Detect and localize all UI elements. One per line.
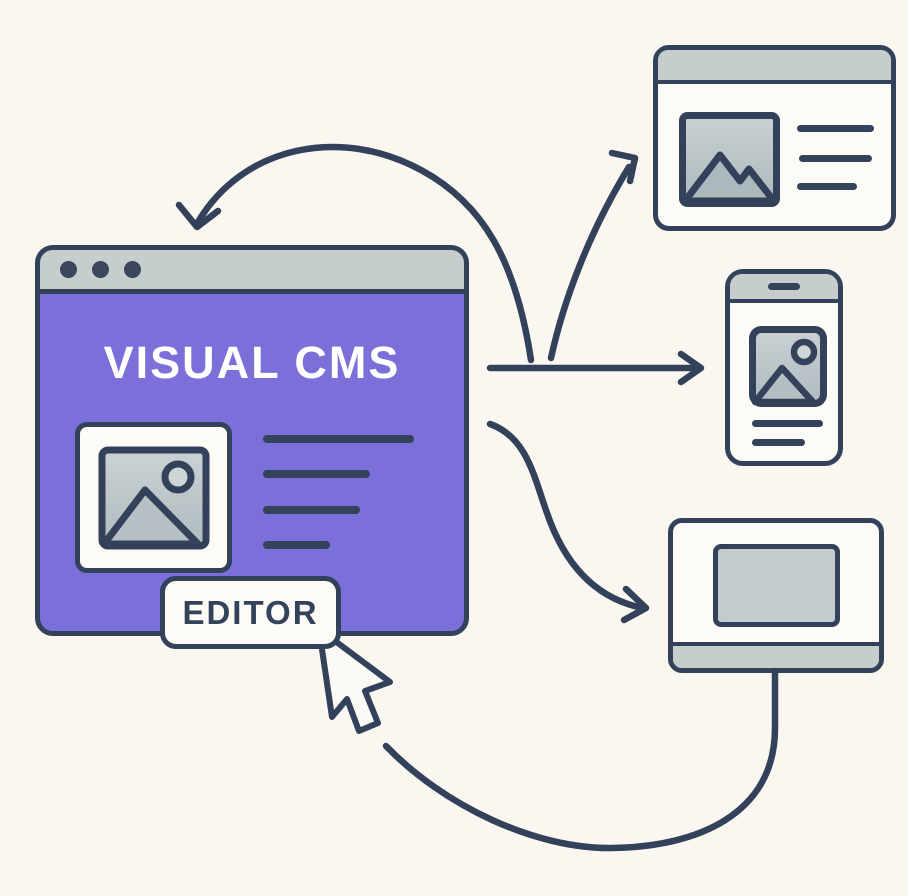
- window-dot-icon: [124, 261, 141, 278]
- desktop-preview-card: [653, 45, 896, 231]
- arrowhead-laptop: [620, 585, 650, 624]
- phone-speaker-icon: [768, 283, 800, 290]
- text-line: [263, 435, 414, 443]
- text-line: [799, 155, 872, 162]
- arrowhead-phone: [677, 350, 705, 386]
- editor-button[interactable]: EDITOR: [160, 576, 341, 649]
- text-line: [797, 125, 874, 132]
- arrow-to-laptop: [486, 420, 642, 611]
- phone-image-block: [749, 326, 827, 407]
- desktop-titlebar: [658, 50, 891, 84]
- text-line: [263, 470, 370, 478]
- cable-laptop-to-cursor: [382, 667, 779, 852]
- image-block-card: [75, 422, 232, 573]
- laptop-base: [673, 642, 879, 668]
- text-line: [797, 183, 857, 190]
- mountain-photo-icon: [98, 446, 209, 549]
- mountain-photo-icon: [749, 326, 827, 407]
- laptop-preview: [668, 518, 884, 673]
- text-line: [263, 506, 360, 514]
- text-line: [752, 420, 823, 427]
- phone-topbar: [730, 274, 838, 303]
- arrow-to-desktop: [547, 163, 633, 362]
- window-titlebar: [40, 250, 464, 294]
- text-line: [263, 541, 330, 549]
- laptop-screen: [713, 544, 840, 627]
- arrowhead-desktop: [608, 149, 639, 185]
- desktop-image-block: [679, 112, 780, 207]
- cms-title: VISUAL CMS: [103, 337, 401, 388]
- arrowhead-loop: [175, 201, 222, 231]
- window-dot-icon: [60, 261, 77, 278]
- window-dot-icon: [92, 261, 109, 278]
- phone-preview: [725, 269, 843, 466]
- text-line: [752, 439, 805, 446]
- mountain-photo-icon: [679, 112, 780, 207]
